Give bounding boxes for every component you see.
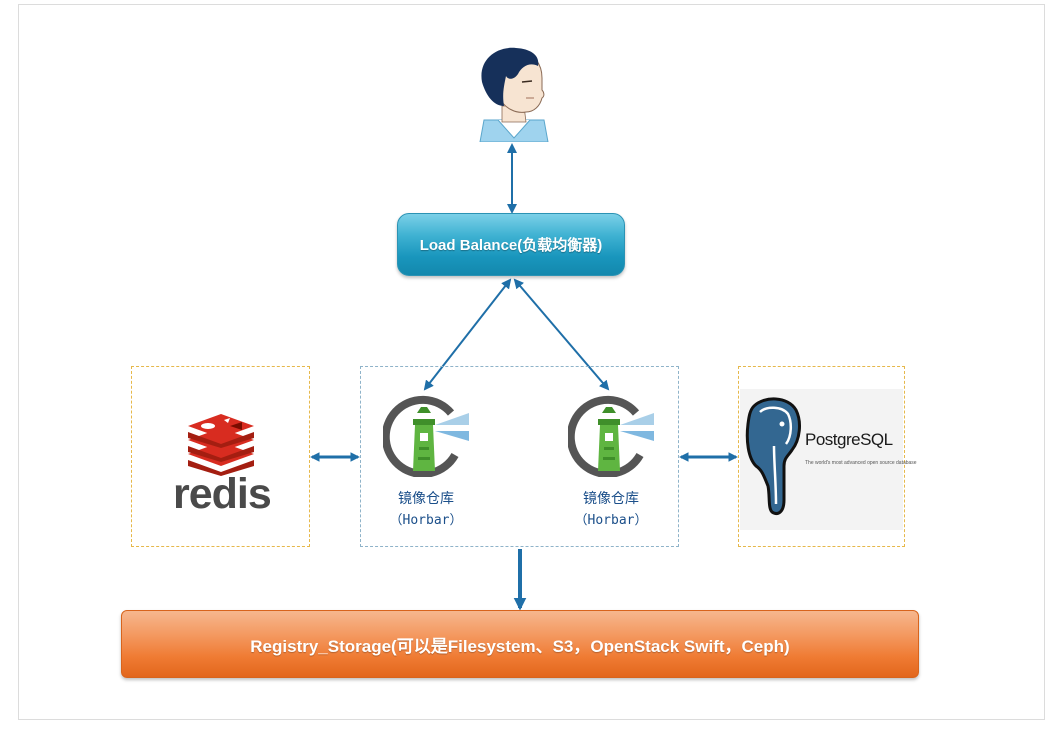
postgresql-tagline: The world's most advanced open source da… (805, 460, 917, 466)
redis-logo-icon (188, 414, 254, 476)
harbor-2-subtitle: （Horbar） (574, 513, 648, 528)
load-balancer-label: Load Balance(负载均衡器) (419, 237, 603, 254)
postgresql-container (738, 366, 905, 547)
user-avatar-icon (479, 47, 549, 142)
harbor-lighthouse-icon (568, 395, 654, 477)
load-balancer-node: Load Balance(负载均衡器) (397, 213, 625, 276)
edge-loadbalance-harbor-2 (513, 278, 610, 391)
harbor-1-subtitle: （Horbar） (389, 513, 463, 528)
harbor-1-title: 镜像仓库 (398, 491, 454, 507)
harbor-2-title: 镜像仓库 (583, 491, 639, 507)
harbor-group-container (360, 366, 679, 547)
harbor-lighthouse-icon (383, 395, 469, 477)
postgresql-wordmark: PostgreSQL (805, 430, 893, 449)
postgresql-elephant-icon (745, 397, 801, 515)
registry-storage-node: Registry_Storage(可以是Filesystem、S3，OpenSt… (121, 610, 919, 678)
redis-wordmark: redis (173, 470, 272, 518)
edge-loadbalance-harbor-1 (423, 278, 512, 391)
registry-storage-label: Registry_Storage(可以是Filesystem、S3，OpenSt… (250, 636, 790, 656)
redis-container (131, 366, 310, 547)
